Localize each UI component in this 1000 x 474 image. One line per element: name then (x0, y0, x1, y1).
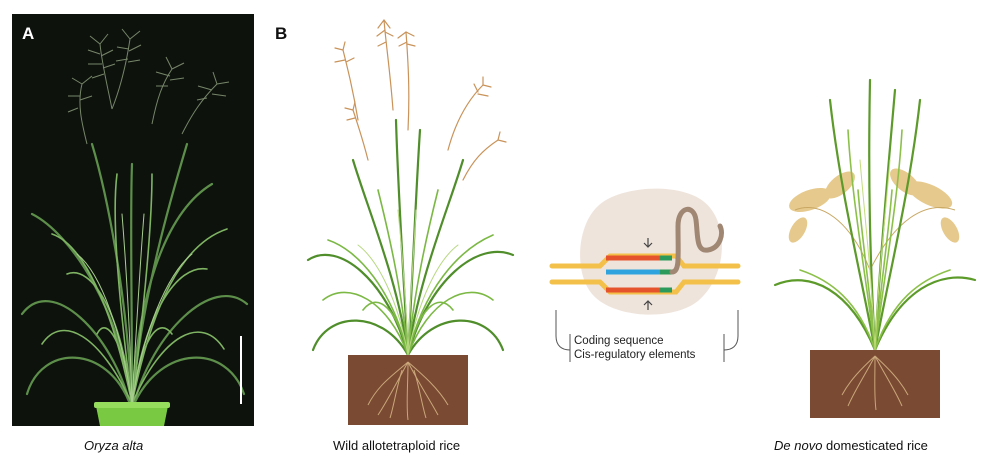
plant-pot (96, 406, 168, 426)
domesticated-rice-illustration (770, 70, 980, 430)
enzyme-blob (580, 188, 722, 315)
legend-bracket-left (555, 310, 571, 351)
caption-domesticated-rest: domesticated rice (822, 438, 928, 453)
oryza-alta-plant-illustration (12, 14, 254, 426)
cut-arrow-top-icon (643, 238, 653, 248)
cut-arrow-bottom-icon (643, 300, 653, 310)
caption-oryza-alta: Oryza alta (84, 438, 144, 453)
panel-label-a: A (22, 24, 35, 43)
legend-cis-regulatory: Cis-regulatory elements (574, 349, 696, 361)
caption-domesticated-rice: De novo domesticated rice (774, 438, 928, 453)
legend-bracket-right (723, 310, 739, 351)
guide-rna (669, 207, 724, 275)
scale-bar (240, 336, 242, 404)
grain-panicles (788, 168, 960, 243)
caption-wild-rice: Wild allotetraploid rice (333, 438, 461, 453)
oryza-alta-photo (12, 14, 254, 426)
gene-editing-diagram (548, 186, 744, 370)
wild-rice-illustration (298, 10, 518, 430)
caption-domesticated-italic: De novo (774, 438, 823, 453)
panel-label-b: B (275, 24, 288, 43)
legend-coding-sequence: Coding sequence (574, 335, 664, 347)
